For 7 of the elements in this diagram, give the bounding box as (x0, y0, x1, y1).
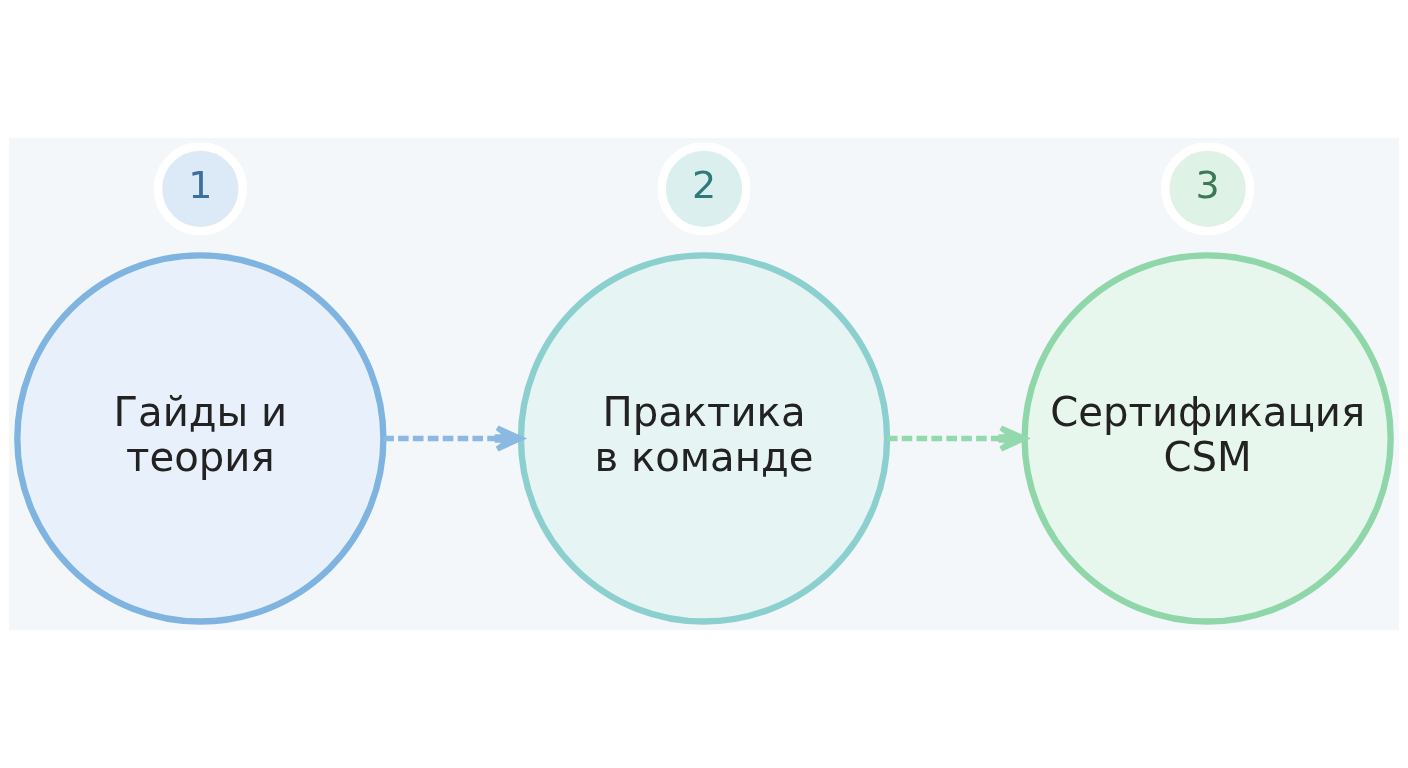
node-circle: Сертификация CSM (1021, 252, 1394, 625)
node-circle: Практика в команде (517, 252, 891, 625)
node-circle: Гайды и теория (14, 252, 387, 625)
node-circle: 2 (657, 142, 751, 236)
node-circle: 3 (1161, 142, 1255, 236)
arrow (383, 425, 524, 452)
node-circle: 1 (153, 142, 247, 236)
